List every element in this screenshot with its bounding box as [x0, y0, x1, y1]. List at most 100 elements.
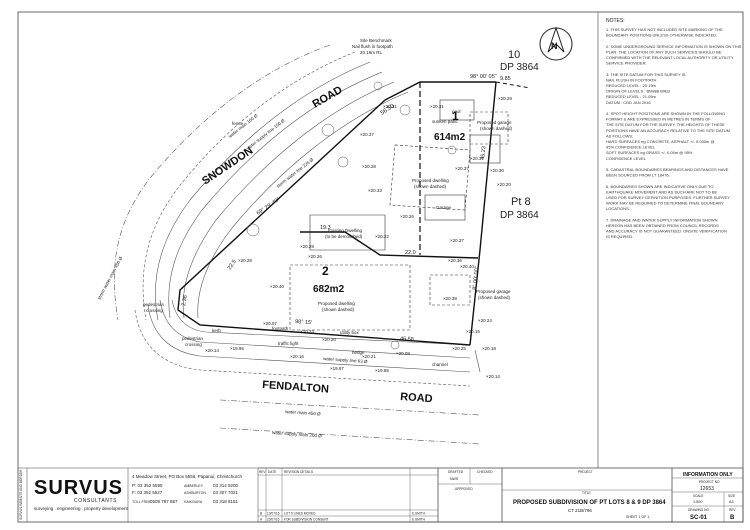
spot-level: ×20.37 [360, 132, 374, 137]
road-lines [113, 44, 481, 445]
utility-box-label: utility box [340, 330, 360, 335]
rev-header-rev: REV [259, 470, 266, 474]
proposed-garage-1-label: Proposed garage [477, 120, 512, 125]
drawing-no: SC-01 [690, 515, 708, 521]
sunken-patio-label: sunken patio [432, 119, 458, 124]
spot-level: ×19.85 [375, 368, 389, 373]
spot-level: ×20.40 [270, 284, 284, 289]
west-south-boundary [177, 99, 471, 346]
proposed-garage-1-note: (shown dashed) [480, 126, 513, 131]
lot1-number: 1 [452, 109, 459, 123]
project-no-label: PROJECT NO [699, 480, 720, 484]
proposed-dwelling-1-label: Proposed dwelling [412, 178, 449, 183]
amberley-label: AMBERLEY [184, 484, 204, 488]
lot2-area: 682m2 [313, 284, 345, 295]
kerb-label: kerb [212, 328, 221, 333]
north-arrow-icon [547, 26, 565, 53]
drafted-value: NWS [450, 477, 459, 481]
notes-lines: 1. THIS SURVEY HAS NOT INCLUDED SITE MAR… [606, 27, 742, 239]
rev-b-detail: LOT 9 LINES MOVED [284, 512, 316, 516]
rev-a-by: E.SMITH [412, 518, 426, 522]
checked-label: CHECKED [477, 470, 493, 474]
survus-consultants: CONSULTANTS [74, 498, 117, 504]
notes-line: USED FOR SURVEY DEFINITION PURPOSES. FUR… [606, 195, 730, 200]
east-bearing-2: 8° 00' 00" [472, 266, 480, 290]
ct-reference: CT 21B/796 [568, 508, 592, 513]
notes-line: 7. DRAINAGE AND WATER SUPPLY INFORMATION… [606, 217, 718, 222]
spot-level: ×20.30 [490, 168, 504, 173]
inner-distance: 22.0 [405, 250, 416, 256]
pedestrian-crossing-2-b: crossing [185, 342, 202, 347]
water-supply-2-label: water supply main 200 Ø [272, 430, 323, 438]
amberley-phone: 03 314 9200 [213, 483, 239, 488]
spot-level: ×20.31 [430, 104, 444, 109]
spot-level: ×20.33 [368, 188, 382, 193]
drafted-label: DRAFTED [448, 470, 464, 474]
north-arrow: N [539, 26, 573, 61]
spot-level: ×20.22 [375, 234, 389, 239]
fendalton-water-main [219, 399, 481, 416]
south-bearing: 98° 15' [295, 319, 312, 326]
lot10-extension [495, 81, 531, 89]
pedestrian-crossing-1-b: crossing [146, 308, 163, 313]
info-only-label: INFORMATION ONLY [683, 472, 733, 478]
spot-level: ×20.37 [455, 166, 469, 171]
notes-line: SERVICE PROVIDER. [606, 61, 647, 66]
spot-level: ×20.37 [470, 156, 484, 161]
proposed-dwelling-2-note: (shown dashed) [322, 307, 355, 312]
garage-label: Garage [436, 205, 452, 210]
phone-1: P: 03 352 5599 [132, 483, 163, 488]
east-boundary [469, 81, 497, 346]
size-value: A3 [729, 500, 734, 504]
water-supply-3-label: water supply line 63 Ø [323, 356, 368, 364]
spot-level: ×20.14 [486, 374, 500, 379]
notes-line: 2. SOME UNDERGROUND SERVICE INFORMATION … [606, 44, 742, 49]
rev-b-by: E.SMITH [412, 512, 426, 516]
project-no: 12653 [700, 486, 714, 492]
notes-line: AS FOLLOWS: [606, 133, 633, 138]
north-boundary [384, 81, 496, 101]
notes-line: HARD SURFACES eg CONCRETE, ASPHALT +/- 0… [606, 139, 715, 144]
proposed-garage-2-note: (shown dashed) [478, 295, 511, 300]
notes-line: SOFT SURFACES eg GRASS +/- 0.05m @ 95% [606, 150, 693, 155]
spot-level: ×20.26 [308, 254, 322, 259]
snowdon-boundary-kerb [197, 91, 409, 319]
pedestrian-crossing-1: pedestrian [143, 302, 165, 307]
office-address: 4 Meadow Street, PO Box 5556, Papanui, C… [132, 474, 243, 479]
proposed-dwelling-2-outline [289, 264, 411, 331]
hedge-label: hedge [352, 350, 365, 355]
tollfree: 0508 787 887 [150, 499, 178, 504]
pt8-number: Pt 8 [511, 196, 531, 208]
rev-header-date: DATE [268, 470, 276, 474]
notes-line: CONFIDENCE LEVEL [606, 156, 647, 161]
garage-outline [424, 194, 466, 221]
shed-outline [469, 134, 501, 164]
trees [246, 81, 457, 350]
rev-b-code: B [260, 512, 262, 516]
notes-line: CONFIRMED WITH THE RELEVANT LOCAL AUTHOR… [606, 55, 734, 60]
road-label-fendalton: FENDALTON [262, 379, 330, 396]
spot-level: ×20.25 [452, 346, 466, 351]
notes-line: FORMAT & ARE EXPRESSED IN METRES IN TERM… [606, 117, 711, 122]
spot-levels: ×20.31×20.29×20.37×20.37×20.28×20.33×20.… [205, 96, 512, 379]
fendalton-supply-main [219, 427, 481, 445]
spot-level: ×20.15 [466, 329, 480, 334]
notes-line: EARTHQUAKE MOVEMENT AND AS SUCH ARE NOT … [606, 189, 718, 194]
spot-level: ×20.36 [448, 258, 462, 263]
spot-level: ×20.18 [482, 346, 496, 351]
scale-value: 1:500 [693, 500, 703, 504]
benchmark-rl: 20.19m RL [360, 50, 383, 55]
notes-line: 1. THIS SURVEY HAS NOT INCLUDED SITE MAR… [606, 27, 723, 32]
drawing-title: PROPOSED SUBDIVISION OF PT LOTS 8 & 9 DP… [513, 500, 666, 506]
fence-label: fence [232, 121, 244, 126]
title-block: SURVUS WEBSITE AND BORDER SURVUS CONSULT… [19, 467, 744, 523]
east-bearing: 45.23 [480, 146, 487, 160]
spot-level: ×20.14 [205, 348, 219, 353]
notes-line: POSITIONS HAVE AN ACCURACY RELATIVE TO T… [606, 128, 730, 133]
pool-label: pool [452, 109, 461, 114]
sheet-count: SHEET 1 OF 1 [626, 515, 649, 519]
spot-level: ×20.24 [478, 318, 492, 323]
tollfree-label: TOLL FREE [132, 500, 152, 504]
existing-dwelling-outline [309, 214, 386, 251]
